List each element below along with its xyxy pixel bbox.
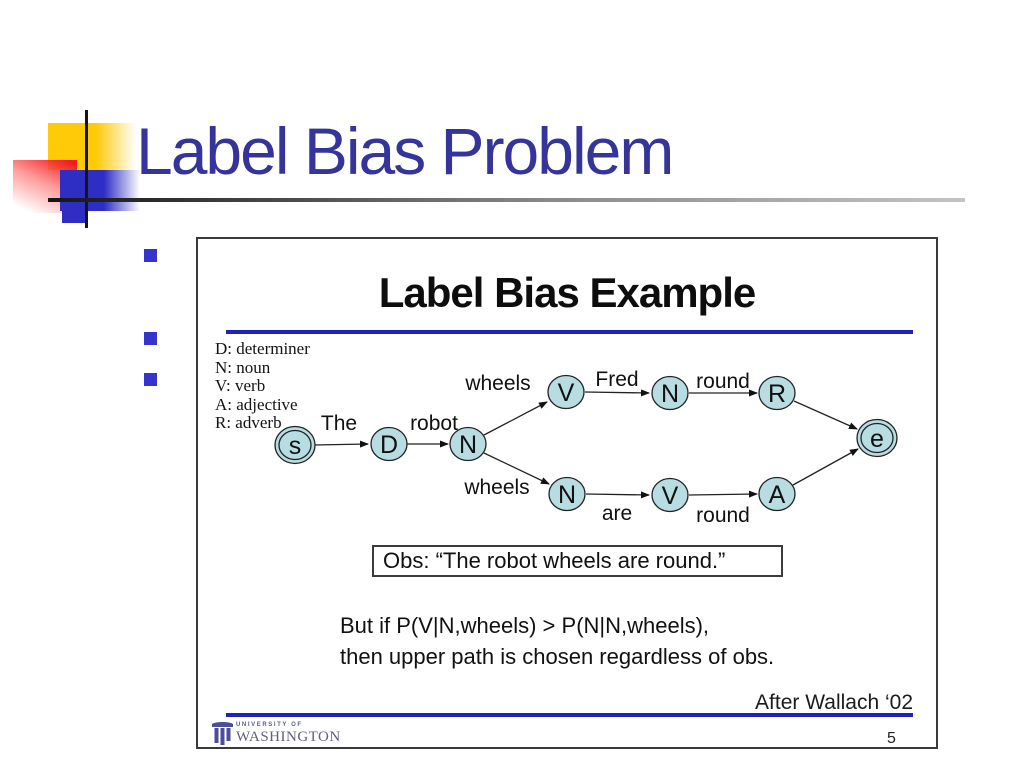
- graph-node: [548, 476, 586, 512]
- graph-node-label: N: [558, 481, 576, 509]
- graph-edge-label: are: [602, 502, 632, 525]
- graph-edge-label: wheels: [464, 372, 530, 395]
- observation-box: Obs: “The robot wheels are round.”: [372, 545, 783, 577]
- deco-blue-square: [60, 170, 140, 211]
- graph-edge-label: Fred: [595, 368, 638, 391]
- logo-text-large: WASHINGTON: [236, 729, 341, 745]
- graph-edge-label: round: [696, 504, 750, 527]
- state-graph: s D N V N R N V Ae The robot wheels Fred round wheels a…: [274, 368, 898, 527]
- graph-edge: [792, 448, 859, 486]
- figure-top-rule: [226, 330, 913, 334]
- graph-edge: [793, 400, 858, 430]
- bullet-marker: [144, 249, 157, 262]
- graph-edge: [584, 389, 650, 397]
- graph-node-label: s: [289, 432, 302, 460]
- pos-tag-legend: D: determiner N: noun V: verb A: adjecti…: [215, 339, 310, 433]
- deco-blue-square-small: [62, 209, 88, 223]
- graph-edge: [483, 452, 550, 485]
- graph-node-label: V: [662, 482, 679, 510]
- bullet-marker: [144, 373, 157, 386]
- graph-node: [651, 477, 689, 513]
- graph-edge-label: robot: [410, 412, 458, 435]
- bullet-marker: [144, 332, 157, 345]
- column-icon: [212, 722, 233, 745]
- explanation-text: But if P(V|N,wheels) > P(N|N,wheels), th…: [340, 610, 774, 672]
- title-underline-rule: [48, 198, 965, 202]
- graph-node-label: N: [459, 431, 477, 459]
- graph-edge: [483, 401, 548, 436]
- explanation-line-2: then upper path is chosen regardless of …: [340, 644, 775, 669]
- graph-edge: [688, 490, 758, 498]
- university-of-washington-logo: UNIVERSITY OF WASHINGTON: [212, 722, 341, 747]
- explanation-line-1: But if P(V|N,wheels) > P(N|N,wheels),: [340, 613, 710, 638]
- graph-node: [651, 375, 689, 411]
- graph-edge: [313, 440, 369, 448]
- figure-title: Label Bias Example: [378, 269, 757, 316]
- logo-text: UNIVERSITY OF WASHINGTON: [236, 722, 341, 746]
- legend-line: V: verb: [215, 376, 266, 396]
- graph-node: [547, 374, 585, 410]
- attribution-text: After Wallach ‘02: [755, 691, 913, 714]
- graph-node-label: D: [380, 431, 398, 459]
- graph-edge: [585, 491, 650, 499]
- graph-edge-label: The: [321, 412, 357, 435]
- graph-node: [758, 476, 796, 512]
- legend-line: A: adjective: [215, 394, 298, 414]
- page-number: 5: [887, 730, 896, 747]
- graph-node-label: V: [558, 379, 575, 407]
- figure-bottom-rule: [226, 713, 913, 717]
- label-bias-figure: Label Bias Example D: determiner N: noun…: [196, 237, 938, 749]
- graph-node-label: N: [661, 380, 679, 408]
- graph-edge-label: round: [696, 370, 750, 393]
- graph-edge-label: wheels: [463, 476, 529, 499]
- graph-node: [449, 426, 487, 462]
- graph-node: [370, 426, 408, 462]
- graph-node-label: A: [769, 481, 786, 509]
- graph-node-label: e: [870, 425, 884, 453]
- graph-node-label: R: [768, 380, 786, 408]
- legend-line: D: determiner: [215, 339, 310, 358]
- slide-title: Label Bias Problem: [136, 114, 674, 188]
- graph-node: [860, 422, 894, 454]
- deco-vertical-line: [85, 110, 88, 228]
- legend-line: N: noun: [215, 357, 271, 377]
- logo-text-small: UNIVERSITY OF: [236, 722, 303, 728]
- graph-node: [758, 375, 796, 411]
- graph-node: [278, 429, 312, 461]
- legend-line: R: adverb: [215, 413, 282, 433]
